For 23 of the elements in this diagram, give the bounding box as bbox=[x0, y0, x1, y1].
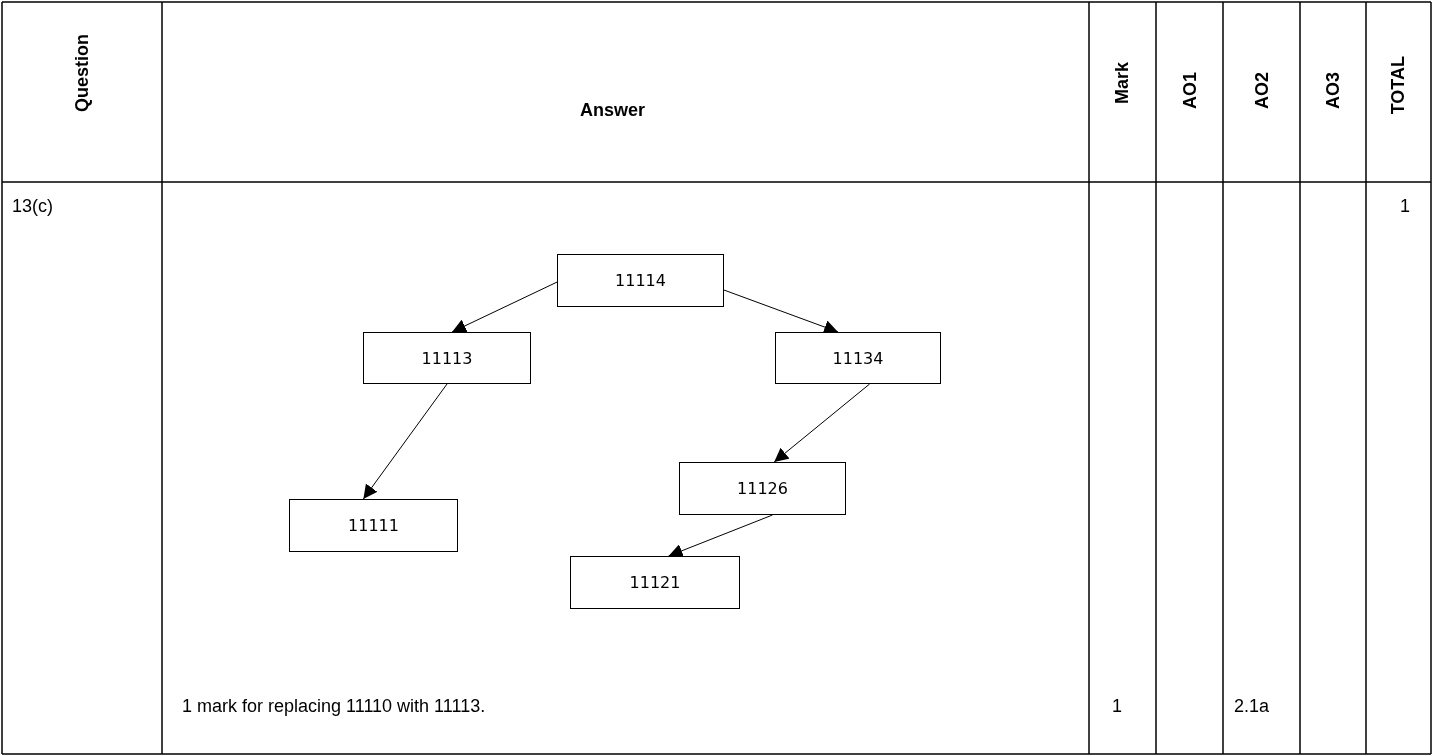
column-header: Answer bbox=[580, 100, 646, 121]
tree-node-box: 11126 bbox=[679, 462, 846, 515]
column-header: Mark bbox=[1112, 62, 1133, 105]
column-header: AO1 bbox=[1180, 72, 1201, 109]
mark-value: 1 bbox=[1112, 696, 1122, 717]
arrow bbox=[773, 383, 871, 463]
tree-node-box: 11121 bbox=[570, 556, 740, 609]
column-header: TOTAL bbox=[1388, 56, 1409, 115]
answer-text: 1 mark for replacing 11110 with 11113. bbox=[182, 696, 486, 717]
arrow bbox=[723, 289, 839, 334]
column-header: AO2 bbox=[1252, 72, 1273, 109]
tree-node-box: 11111 bbox=[289, 499, 458, 552]
mark-value: 2.1a bbox=[1234, 696, 1270, 717]
mark-value: 1 bbox=[1400, 196, 1410, 217]
tree-node-box: 11114 bbox=[557, 254, 724, 307]
question-number: 13(c) bbox=[12, 196, 53, 217]
arrow bbox=[668, 514, 773, 558]
column-header: AO3 bbox=[1323, 72, 1344, 109]
arrow bbox=[362, 383, 448, 500]
arrow bbox=[451, 281, 558, 333]
column-header: Question bbox=[72, 34, 93, 112]
tree-node-box: 11113 bbox=[363, 332, 531, 384]
tree-node-box: 11134 bbox=[775, 332, 941, 384]
